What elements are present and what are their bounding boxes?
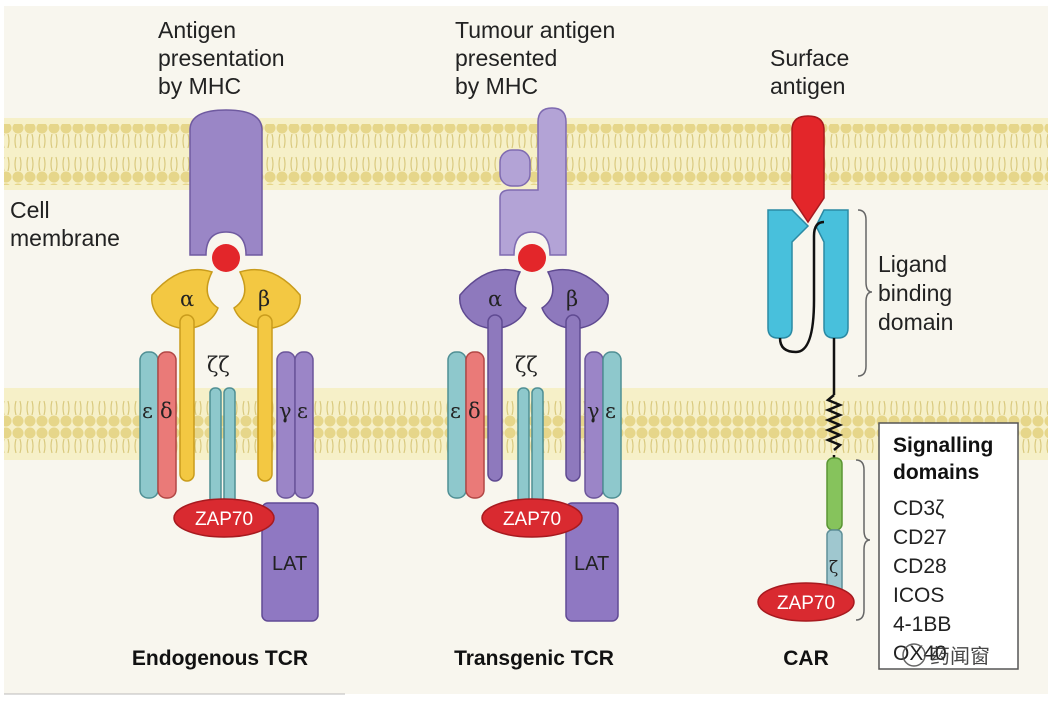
- zeta-pair-label: ζζ: [207, 353, 230, 377]
- cd3-epsilon-left: [139, 351, 159, 499]
- cd3-gamma: [276, 351, 296, 499]
- signalling-item-2: CD27: [893, 526, 947, 549]
- alpha-label: α: [180, 287, 194, 311]
- costimulatory-domain: [826, 457, 843, 531]
- zap70-protein-transgenic: [481, 498, 583, 538]
- tcr-alpha-head: [151, 268, 219, 330]
- membrane-label-2: membrane: [10, 225, 120, 251]
- zap70-protein: [173, 498, 275, 538]
- signalling-domains-box: Signalling domains CD3ζ CD27 CD28 ICOS 4…: [878, 422, 1019, 670]
- mhc-molecule: [189, 109, 263, 256]
- ligand-label-1: Ligand: [878, 251, 947, 277]
- tcr-alpha-head-transgenic: [459, 268, 527, 330]
- car: Surface antigen ζ ZAP70 Ligand binding d…: [757, 45, 953, 670]
- col2-bottom-label: Transgenic TCR: [454, 647, 614, 670]
- cd3-delta: [157, 351, 177, 499]
- alpha-label-transgenic: α: [488, 287, 502, 311]
- gamma-label: γ: [279, 399, 292, 423]
- cd3-zeta-2-transgenic: [531, 387, 544, 509]
- lat-label-transgenic: LAT: [574, 553, 609, 575]
- signalling-title-2: domains: [893, 461, 979, 484]
- zap70-protein-car: [757, 582, 855, 622]
- zeta-pair-label-transgenic: ζζ: [515, 353, 538, 377]
- signalling-item-4: ICOS: [893, 584, 944, 607]
- signalling-bracket: [855, 459, 871, 621]
- lat-label: LAT: [272, 553, 307, 575]
- antigen-peptide-transgenic: [518, 244, 546, 272]
- col2-top-label-1: Tumour antigen: [455, 17, 615, 43]
- scfv-linker: [778, 220, 825, 354]
- zap70-label: ZAP70: [195, 509, 253, 530]
- epsilon-label-left-transgenic: ε: [450, 399, 461, 423]
- antigen-peptide: [212, 244, 240, 272]
- col1-top-label-1: Antigen: [158, 17, 236, 43]
- lat-protein: [261, 502, 319, 622]
- cd3-zeta-1: [209, 387, 222, 509]
- col3-top-label-1: Surface: [770, 45, 849, 71]
- col2-top-label-3: by MHC: [455, 73, 538, 99]
- cd3-delta-transgenic: [465, 351, 485, 499]
- zap70-label-car: ZAP70: [777, 593, 835, 614]
- scfv-left-domain: [767, 209, 810, 339]
- ligand-label-2: binding: [878, 280, 952, 306]
- signalling-item-1: CD3ζ: [893, 497, 944, 520]
- ligand-binding-bracket: [857, 209, 873, 377]
- watermark: 药闻窗: [902, 643, 990, 668]
- signalling-item-3: CD28: [893, 555, 947, 578]
- wechat-icon: [902, 643, 926, 667]
- tcr-beta-head: [233, 268, 301, 330]
- epsilon-label-left: ε: [142, 399, 153, 423]
- beta-label: β: [258, 287, 270, 311]
- epsilon-label-right-transgenic: ε: [605, 399, 616, 423]
- car-transmembrane: [824, 394, 844, 451]
- delta-label: δ: [160, 399, 173, 423]
- beta-label-transgenic: β: [566, 287, 578, 311]
- col1-top-label-3: by MHC: [158, 73, 241, 99]
- tcr-alpha-stalk-transgenic: [487, 314, 503, 482]
- cd3-epsilon-right-transgenic: [602, 351, 622, 499]
- cd3-epsilon-right: [294, 351, 314, 499]
- tcr-beta-stalk: [257, 314, 273, 482]
- tcr-alpha-stalk: [179, 314, 195, 482]
- cd3-zeta-2: [223, 387, 236, 509]
- membrane-label-1: Cell: [10, 197, 50, 223]
- signalling-item-5: 4-1BB: [893, 613, 951, 636]
- mhc-fragment: [499, 149, 531, 187]
- tcr-beta-stalk-transgenic: [565, 314, 581, 482]
- cd3-zeta-1-transgenic: [517, 387, 530, 509]
- epsilon-label-right: ε: [297, 399, 308, 423]
- col1-bottom-label: Endogenous TCR: [132, 647, 308, 670]
- transgenic-tcr: Tumour antigen presented by MHC α β ε δ …: [447, 17, 622, 670]
- signalling-title-1: Signalling: [893, 434, 993, 457]
- col1-top-label-2: presentation: [158, 45, 285, 71]
- lat-protein-transgenic: [565, 502, 619, 622]
- surface-antigen: [791, 115, 825, 224]
- watermark-text: 药闻窗: [930, 644, 990, 668]
- endogenous-tcr: Antigen presentation by MHC α β ε δ ζζ γ…: [132, 17, 319, 670]
- cd3-gamma-transgenic: [584, 351, 604, 499]
- mhc-molecule-transgenic: [499, 107, 567, 256]
- ligand-label-3: domain: [878, 309, 953, 335]
- delta-label-transgenic: δ: [468, 399, 481, 423]
- col2-top-label-2: presented: [455, 45, 557, 71]
- col3-bottom-label: CAR: [783, 647, 829, 670]
- zap70-label-transgenic: ZAP70: [503, 509, 561, 530]
- cd3-epsilon-left-transgenic: [447, 351, 467, 499]
- tcr-beta-head-transgenic: [541, 268, 609, 330]
- col3-top-label-2: antigen: [770, 73, 845, 99]
- car-zeta-label: ζ: [829, 558, 838, 578]
- gamma-label-transgenic: γ: [587, 399, 600, 423]
